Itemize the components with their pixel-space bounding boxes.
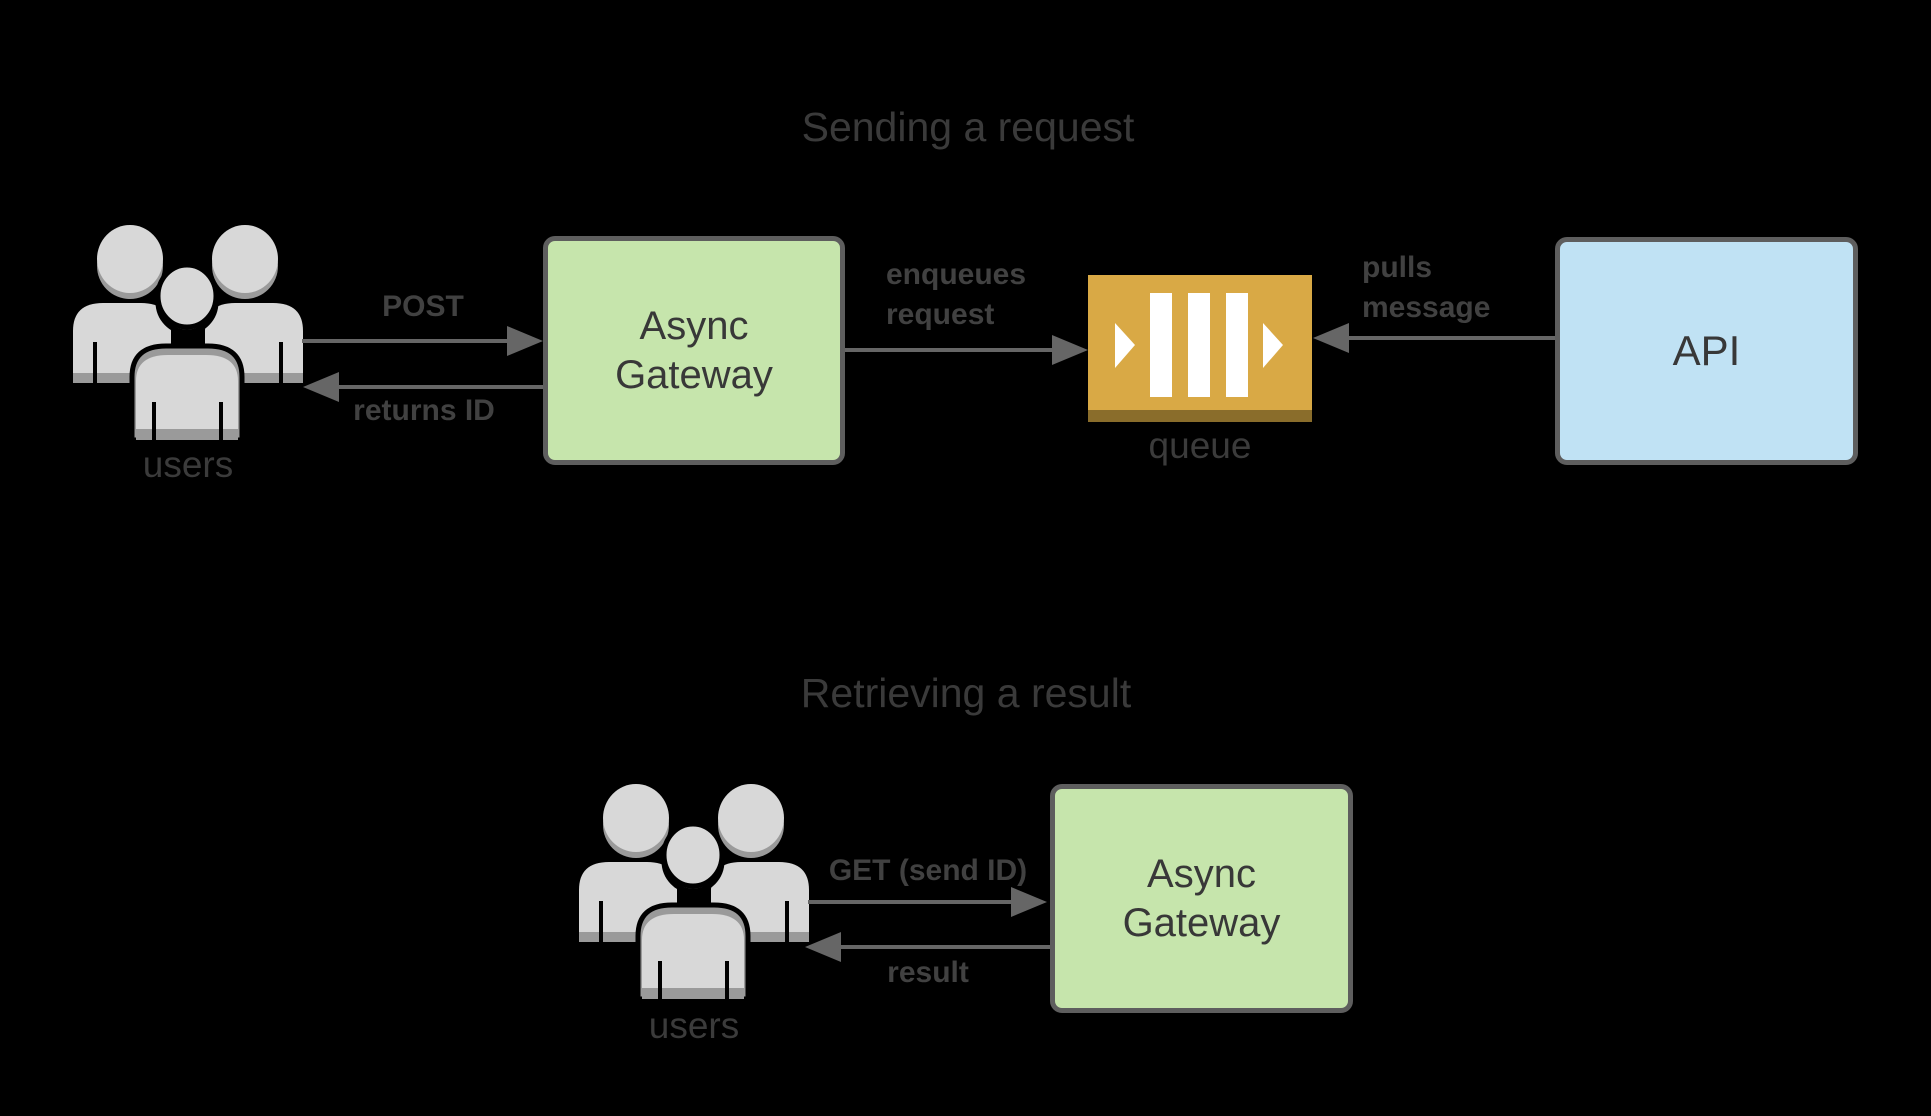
pulls-arrow xyxy=(1313,323,1555,353)
users-group-icon xyxy=(579,783,809,1005)
arrowhead-left-icon xyxy=(1313,323,1349,353)
arrowhead-left-icon xyxy=(303,372,339,402)
person-front xyxy=(635,821,751,1002)
arrowhead-right-icon xyxy=(507,326,543,356)
arrowhead-left-icon xyxy=(805,932,841,962)
enqueues-arrow xyxy=(845,335,1088,365)
users-caption: users xyxy=(142,444,234,485)
post-label: POST xyxy=(382,290,464,323)
get-arrow xyxy=(808,887,1047,917)
users-caption: users xyxy=(648,1005,740,1046)
queue-caption: queue xyxy=(1148,425,1252,466)
users-group-icon xyxy=(73,224,303,446)
pulls-message-label: pulls message xyxy=(1362,251,1491,324)
arrowhead-right-icon xyxy=(1052,335,1088,365)
result-label: result xyxy=(887,956,969,989)
users-icon-svg xyxy=(73,225,303,443)
get-send-id-label: GET (send ID) xyxy=(828,854,1028,887)
async-gateway-node: Async Gateway xyxy=(1050,784,1353,1013)
post-arrow xyxy=(302,326,543,356)
section-title-sending: Sending a request xyxy=(801,104,1135,150)
queue-icon-svg xyxy=(1088,275,1312,422)
section-title-retrieving: Retrieving a result xyxy=(800,670,1132,716)
async-gateway-node: Async Gateway xyxy=(543,236,845,465)
result-arrow xyxy=(805,932,1050,962)
queue-icon xyxy=(1088,275,1312,422)
enqueues-request-label: enqueues request xyxy=(886,258,1027,331)
arrowhead-right-icon xyxy=(1011,887,1047,917)
api-node: API xyxy=(1555,237,1858,465)
person-front xyxy=(129,262,245,443)
returns-id-arrow xyxy=(303,372,543,402)
users-icon-svg xyxy=(579,784,809,1002)
returns-id-label: returns ID xyxy=(353,394,495,427)
